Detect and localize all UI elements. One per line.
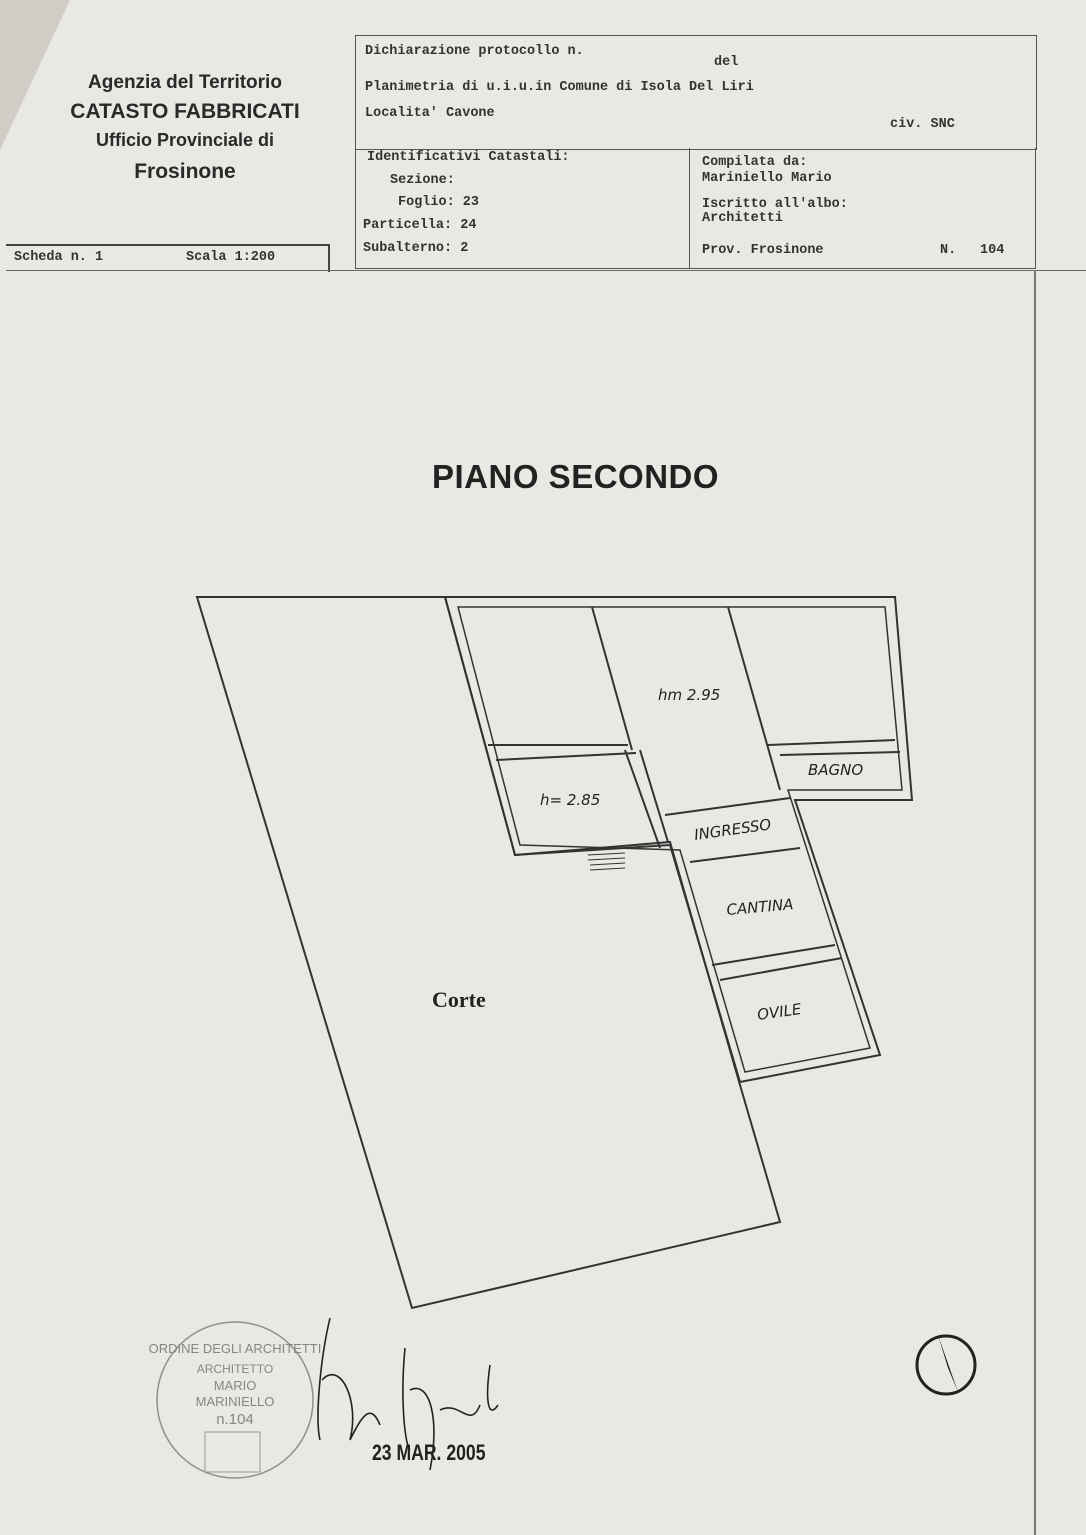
north-arrow-icon [915, 1334, 977, 1396]
civico-label: civ. SNC [890, 117, 955, 132]
agency-name: Agenzia del Territorio [88, 72, 282, 93]
room-wall [624, 749, 661, 849]
sezione-field: Sezione: [390, 173, 455, 188]
stamp-title: ARCHITETTO [197, 1362, 273, 1376]
room-wall [495, 752, 637, 761]
room-wall [591, 606, 633, 751]
frame-right-border [1034, 270, 1036, 1535]
sheet-info: Scheda n. 1 Scala 1:200 [6, 244, 330, 272]
compiler-box [688, 148, 1036, 269]
particella-field: Particella: 24 [363, 218, 477, 233]
room-wall [689, 847, 801, 863]
drawing-frame [6, 270, 1086, 1535]
agency-header: Agenzia del Territorio CATASTO FABBRICAT… [50, 68, 320, 186]
room-wall [639, 749, 669, 843]
room-label-ingresso: INGRESSO [693, 815, 772, 844]
room-height-h: h= 2.85 [540, 791, 600, 809]
declaration-del: del [714, 55, 739, 70]
sheet-number: Scheda n. 1 [14, 250, 104, 265]
catasto-title: CATASTO FABBRICATI [70, 100, 300, 123]
plan-title: PIANO SECONDO [432, 458, 720, 495]
office-label: Ufficio Provinciale di [95, 130, 275, 150]
stamp-last-name: MARINIELLO [196, 1394, 275, 1409]
localita-label: Localita' Cavone [365, 106, 495, 121]
register-number: 104 [980, 243, 1005, 258]
signature [317, 1317, 499, 1471]
page-fold-corner [0, 0, 70, 150]
room-label-bagno: BAGNO [808, 761, 863, 779]
identifiers-box [355, 148, 690, 269]
planimetria-label: Planimetria di u.i.u.in Comune di Isola … [365, 80, 754, 95]
stamp-first-name: MARIO [214, 1378, 257, 1393]
identifiers-title: Identificativi Catastali: [367, 150, 570, 165]
signature-date: 23 MAR. 2005 [372, 1440, 486, 1465]
room-label-cantina: CANTINA [726, 895, 794, 919]
declaration-box [355, 35, 1037, 150]
stamp-ring-text: ORDINE DEGLI ARCHITETTI [149, 1341, 322, 1356]
office-city: Frosinone [134, 160, 236, 183]
subalterno-field: Subalterno: 2 [363, 241, 469, 256]
room-wall [779, 751, 901, 756]
room-wall [727, 606, 781, 791]
foglio-field: Foglio: 23 [398, 195, 480, 210]
building-outline [443, 596, 914, 1084]
province-label: Prov. Frosinone [702, 243, 824, 258]
staircase [584, 847, 626, 871]
register-value: Architetti [702, 211, 784, 226]
sheet-scale: Scala 1:200 [186, 250, 276, 265]
stamp-number: n.104 [216, 1411, 254, 1428]
building-inner-wall [457, 606, 903, 1073]
room-label-ovile: OVILE [756, 1000, 803, 1024]
room-wall [719, 957, 843, 981]
room-wall [767, 739, 896, 746]
room-height-hm: hm 2.95 [658, 686, 720, 704]
register-label: Iscritto all'albo: [702, 197, 848, 212]
room-wall [664, 797, 791, 816]
area-label-corte: Corte [432, 987, 486, 1012]
declaration-label: Dichiarazione protocollo n. [365, 44, 584, 59]
register-number-label: N. [940, 243, 957, 258]
compiler-name: Mariniello Mario [702, 171, 832, 186]
compiled-by-label: Compilata da: [702, 155, 808, 170]
room-wall [711, 944, 836, 966]
architect-stamp: ORDINE DEGLI ARCHITETTI ARCHITETTO MARIO… [149, 1321, 322, 1479]
